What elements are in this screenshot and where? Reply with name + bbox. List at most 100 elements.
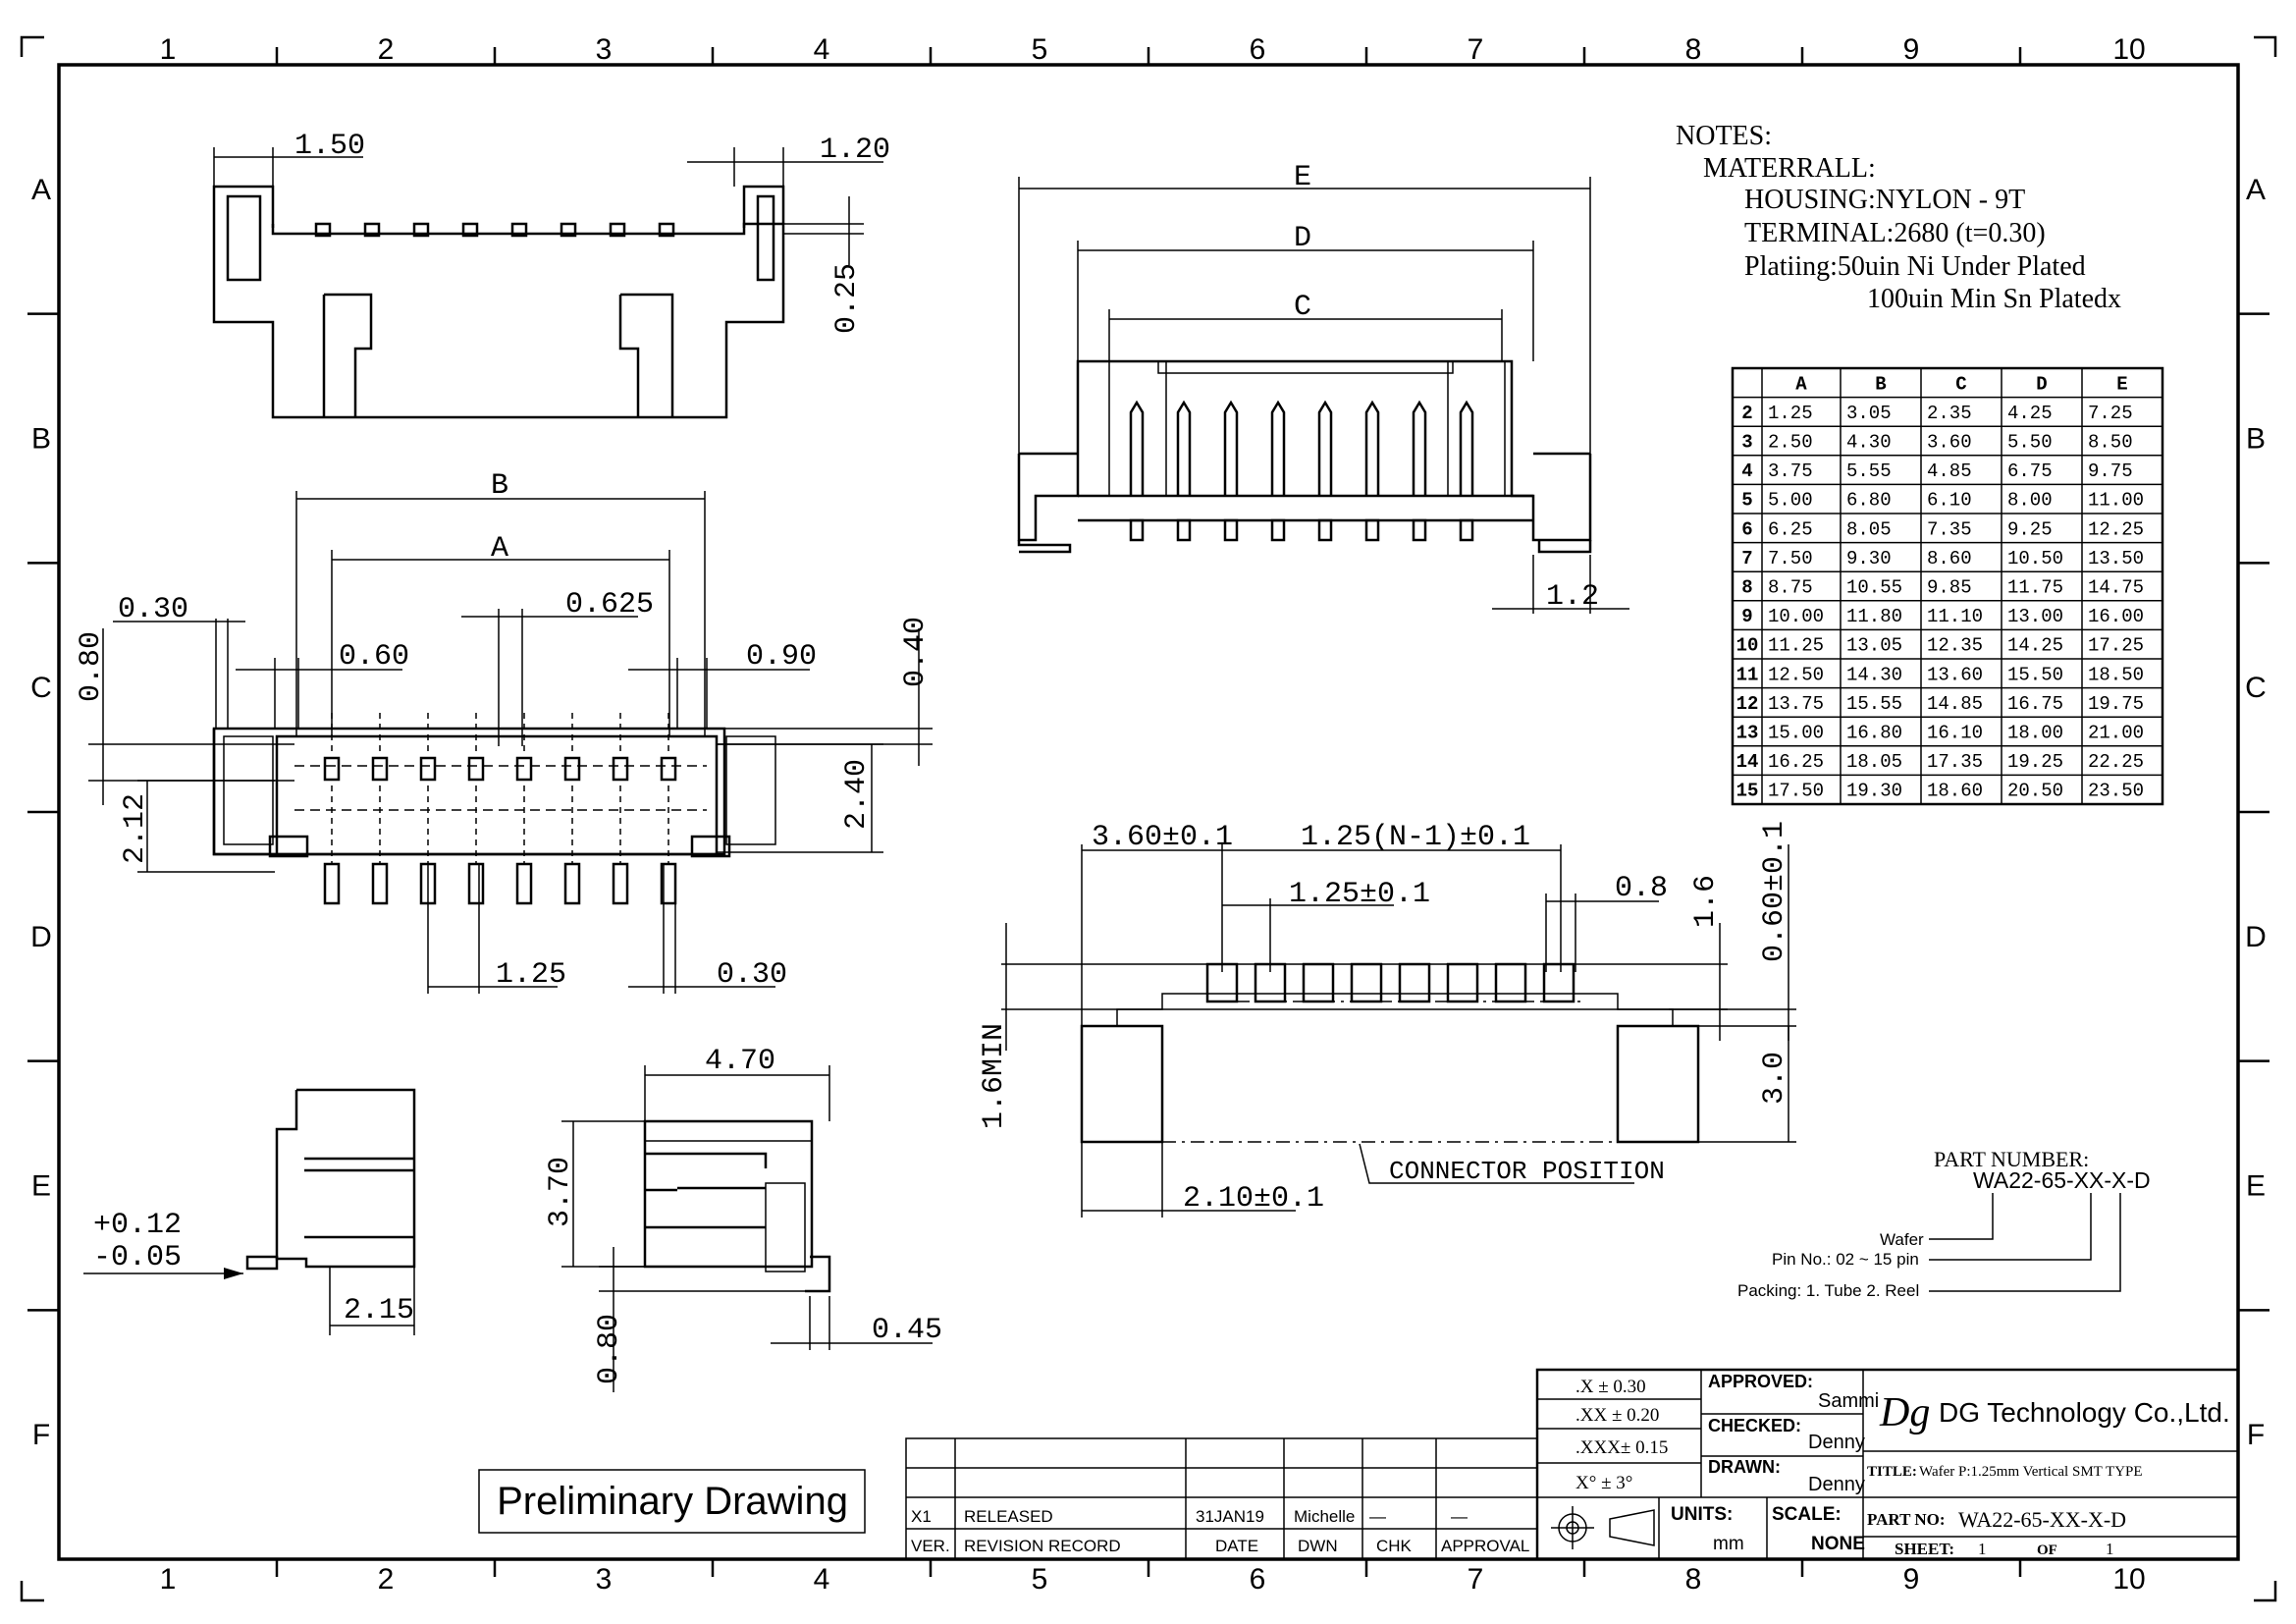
table-cell: 11.75	[2007, 577, 2063, 599]
table-cell: 15.00	[1768, 723, 1824, 744]
table-cell: 18.00	[2007, 723, 2063, 744]
table-cell: 14	[1736, 751, 1759, 773]
zone-col-top-3: 3	[596, 33, 613, 66]
table-cell: 18.05	[1846, 751, 1902, 773]
dim-B: B	[491, 469, 508, 503]
tolerance-row: .X ± 0.30	[1575, 1377, 1646, 1397]
revision-row-cell: —	[1451, 1507, 1468, 1526]
zone-col-top-2: 2	[378, 33, 395, 66]
part-number-label: PART NUMBER:	[1934, 1147, 2089, 1171]
table-cell: 17.25	[2088, 635, 2144, 657]
dim-2-15: 2.15	[344, 1294, 414, 1327]
zone-row-left-A: A	[31, 174, 51, 206]
table-cell: 5	[1741, 490, 1752, 512]
pcb-layout: 3.60±0.1 1.25(N-1)±0.1 1.25±0.1 0.8 1.6 …	[978, 821, 1796, 1218]
zone-col-bottom-6: 6	[1250, 1563, 1266, 1596]
table-cell: 1.25	[1768, 403, 1813, 424]
dim-E: E	[1294, 161, 1311, 194]
revision-row-cell: Michelle	[1294, 1507, 1355, 1526]
table-cell: 3.75	[1768, 460, 1813, 482]
projection-symbol-icon	[1551, 1506, 1655, 1549]
dim-0-45: 0.45	[872, 1314, 942, 1347]
table-cell: 11.80	[1846, 606, 1902, 627]
table-cell: 4.25	[2007, 403, 2053, 424]
title-label: TITLE:	[1867, 1464, 1917, 1480]
table-cell: 7.35	[1927, 518, 1972, 540]
pin-no-label: Pin No.: 02 ~ 15 pin	[1772, 1250, 1919, 1269]
zone-col-bottom-1: 1	[160, 1563, 177, 1596]
table-cell: 20.50	[2007, 781, 2063, 802]
svg-text:Dg: Dg	[1879, 1390, 1930, 1435]
approved-label: APPROVED:	[1708, 1372, 1813, 1391]
table-cell: 18.60	[1927, 781, 1983, 802]
notes-terminal: TERMINAL:2680 (t=0.30)	[1744, 218, 2046, 248]
revision-row-cell: —	[1369, 1507, 1386, 1526]
table-cell: 16.00	[2088, 606, 2144, 627]
revision-header-cell: REVISION RECORD	[964, 1537, 1121, 1555]
table-cell: 10.00	[1768, 606, 1824, 627]
revision-header-cell: CHK	[1376, 1537, 1413, 1555]
table-cell: 17.50	[1768, 781, 1824, 802]
dim-1-25-n: 1.25(N-1)±0.1	[1301, 821, 1530, 854]
notes: NOTES: MATERRALL: HOUSING:NYLON - 9T TER…	[1676, 121, 2121, 314]
front-view: B A 0.30 0.625 0.60 0.90 0.40 0.80 2.40	[75, 469, 933, 994]
connector-position-label: CONNECTOR POSITION	[1389, 1157, 1665, 1186]
zone-row-right-E: E	[2246, 1170, 2266, 1203]
table-cell: 15.50	[2007, 664, 2063, 685]
table-cell: 10	[1736, 635, 1759, 657]
table-cell: 13	[1736, 723, 1759, 744]
company-logo-icon: Dg	[1879, 1390, 1930, 1435]
dim-C: C	[1294, 291, 1311, 324]
drawn-name: Denny	[1808, 1474, 1865, 1495]
sheet-value: 1	[1978, 1540, 1987, 1558]
table-cell: 6.25	[1768, 518, 1813, 540]
dim-0-8: 0.8	[1615, 872, 1668, 905]
zone-col-top-7: 7	[1468, 33, 1484, 66]
table-cell: 16.10	[1927, 723, 1983, 744]
table-cell: 18.50	[2088, 664, 2144, 685]
table-cell: 19.30	[1846, 781, 1902, 802]
revision-row-cell: RELEASED	[964, 1507, 1053, 1526]
side-view: E D C 1.2	[1017, 161, 1629, 614]
table-cell: 8.00	[2007, 490, 2053, 512]
notes-plating-1: Platiing:50uin Ni Under Plated	[1744, 251, 2086, 282]
dim-0-60: 0.60	[339, 640, 409, 674]
dim-0-60: 0.60±0.1	[1758, 821, 1791, 962]
table-cell: 6.75	[2007, 460, 2053, 482]
zone-col-bottom-5: 5	[1032, 1563, 1048, 1596]
dim-0-625: 0.625	[565, 588, 654, 622]
table-cell: 15.55	[1846, 693, 1902, 715]
dim-0-80: 0.80	[75, 631, 108, 702]
table-cell: 6.10	[1927, 490, 1972, 512]
revision-row-cell: 31JAN19	[1196, 1507, 1264, 1526]
table-header-cell: D	[2036, 373, 2047, 395]
table-cell: 19.75	[2088, 693, 2144, 715]
zone-row-left-D: D	[30, 921, 52, 953]
dim-tol-minus: -0.05	[93, 1241, 182, 1274]
checked-name: Denny	[1808, 1432, 1865, 1453]
table-cell: 11.10	[1927, 606, 1983, 627]
dim-1-6: 1.6	[1689, 875, 1723, 928]
table-cell: 9.75	[2088, 460, 2133, 482]
sheet-label: SHEET:	[1895, 1540, 1954, 1558]
table-cell: 6	[1741, 518, 1752, 540]
table-cell: 4.30	[1846, 432, 1892, 454]
notes-heading: NOTES:	[1676, 121, 1772, 151]
zone-col-bottom-7: 7	[1468, 1563, 1484, 1596]
units-label: UNITS:	[1671, 1504, 1733, 1525]
top-view: 1.50 1.20 0.25	[212, 130, 890, 419]
scale-label: SCALE:	[1772, 1504, 1842, 1525]
tolerance-row: X° ± 3°	[1575, 1473, 1632, 1493]
zone-col-top-4: 4	[814, 33, 830, 66]
zone-col-bottom-3: 3	[596, 1563, 613, 1596]
dim-1-25-pitch: 1.25±0.1	[1289, 878, 1430, 911]
table-cell: 7.50	[1768, 548, 1813, 569]
table-cell: 5.00	[1768, 490, 1813, 512]
table-cell: 3.05	[1846, 403, 1892, 424]
table-header-cell: E	[2116, 373, 2127, 395]
table-header-cell: C	[1955, 373, 1966, 395]
notes-housing: HOUSING:NYLON - 9T	[1744, 185, 2025, 215]
table-cell: 7.25	[2088, 403, 2133, 424]
